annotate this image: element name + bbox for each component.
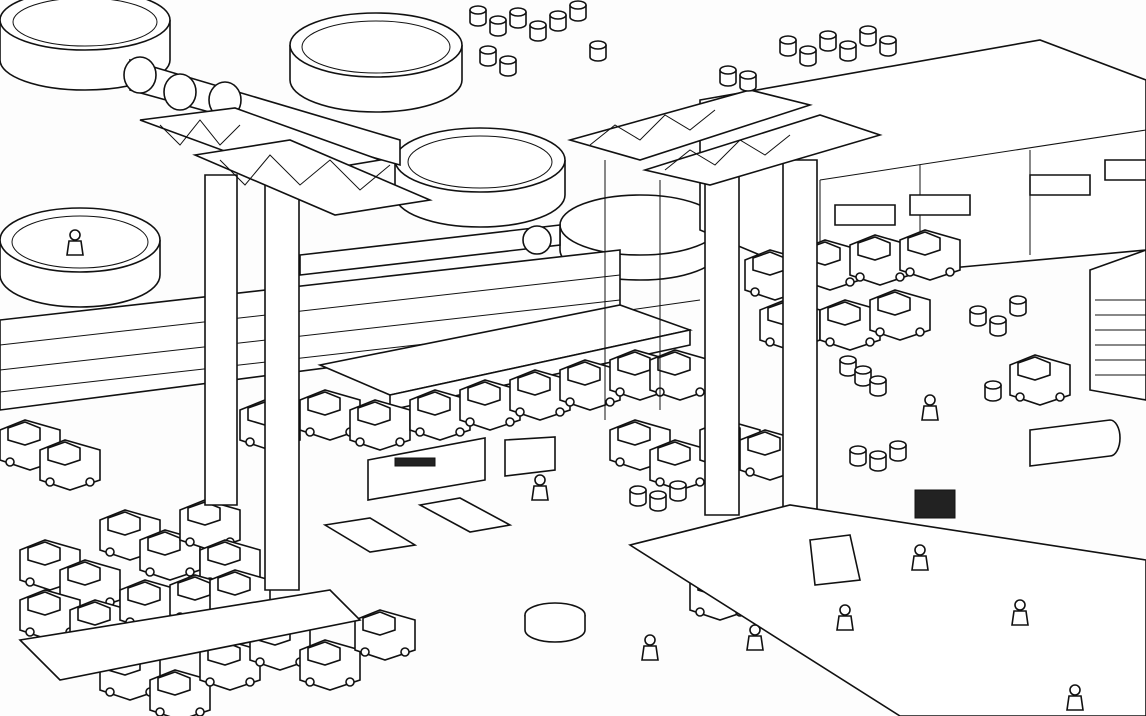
props[interactable]	[20, 420, 1146, 716]
barrel[interactable]	[970, 306, 986, 326]
truck[interactable]	[355, 610, 415, 660]
truck[interactable]	[820, 300, 880, 350]
storage-tanks[interactable]	[0, 0, 720, 307]
barrel[interactable]	[840, 41, 856, 61]
truck[interactable]	[460, 380, 520, 430]
truck[interactable]	[140, 530, 200, 580]
people[interactable]	[67, 230, 1083, 710]
truck[interactable]	[300, 640, 360, 690]
truck[interactable]	[180, 500, 240, 550]
person[interactable]	[1067, 685, 1083, 710]
barrel[interactable]	[650, 491, 666, 511]
barrel[interactable]	[530, 21, 546, 41]
truck[interactable]	[650, 350, 710, 400]
pipes	[124, 57, 560, 275]
barrel[interactable]	[850, 446, 866, 466]
person[interactable]	[747, 625, 763, 650]
tank[interactable]	[0, 208, 160, 307]
barrel[interactable]	[820, 31, 836, 51]
barrel[interactable]	[1010, 296, 1026, 316]
barrel[interactable]	[890, 441, 906, 461]
gas-tank[interactable]	[1030, 420, 1120, 466]
table[interactable]	[420, 498, 510, 532]
control-panel[interactable]	[368, 438, 485, 500]
barrel[interactable]	[510, 8, 526, 28]
barrel[interactable]	[550, 11, 566, 31]
barrel[interactable]	[985, 381, 1001, 401]
truck[interactable]	[850, 235, 910, 285]
truck[interactable]	[900, 230, 960, 280]
barrel[interactable]	[880, 36, 896, 56]
truck[interactable]	[1010, 355, 1070, 405]
person[interactable]	[532, 475, 548, 500]
table[interactable]	[325, 518, 415, 552]
barrel[interactable]	[990, 316, 1006, 336]
barrel[interactable]	[470, 6, 486, 26]
barrel[interactable]	[630, 486, 646, 506]
barrel[interactable]	[860, 26, 876, 46]
truck[interactable]	[150, 670, 210, 716]
barrel[interactable]	[855, 366, 871, 386]
truck[interactable]	[410, 390, 470, 440]
barrel[interactable]	[870, 376, 886, 396]
person[interactable]	[912, 545, 928, 570]
truck[interactable]	[40, 440, 100, 490]
barrel[interactable]	[780, 36, 796, 56]
truck[interactable]	[300, 390, 360, 440]
barrel[interactable]	[800, 46, 816, 66]
barrel[interactable]	[870, 451, 886, 471]
gantry-crane-left[interactable]	[140, 108, 430, 590]
barrel[interactable]	[570, 1, 586, 21]
truck[interactable]	[650, 440, 710, 490]
barrel[interactable]	[480, 46, 496, 66]
person[interactable]	[1012, 600, 1028, 625]
barrel[interactable]	[490, 16, 506, 36]
barrel[interactable]	[590, 41, 606, 61]
person[interactable]	[642, 635, 658, 660]
person[interactable]	[922, 395, 938, 420]
barrel[interactable]	[840, 356, 856, 376]
barrel[interactable]	[740, 71, 756, 91]
monitor[interactable]	[915, 490, 955, 518]
truck[interactable]	[200, 640, 260, 690]
tank[interactable]	[290, 13, 462, 112]
truck[interactable]	[870, 290, 930, 340]
person[interactable]	[837, 605, 853, 630]
barrel[interactable]	[670, 481, 686, 501]
truck[interactable]	[510, 370, 570, 420]
person[interactable]	[67, 230, 83, 255]
crate[interactable]	[810, 535, 860, 585]
tank[interactable]	[395, 128, 565, 227]
truck[interactable]	[350, 400, 410, 450]
barrel[interactable]	[720, 66, 736, 86]
whiteboard[interactable]	[505, 437, 555, 476]
barrel[interactable]	[500, 56, 516, 76]
